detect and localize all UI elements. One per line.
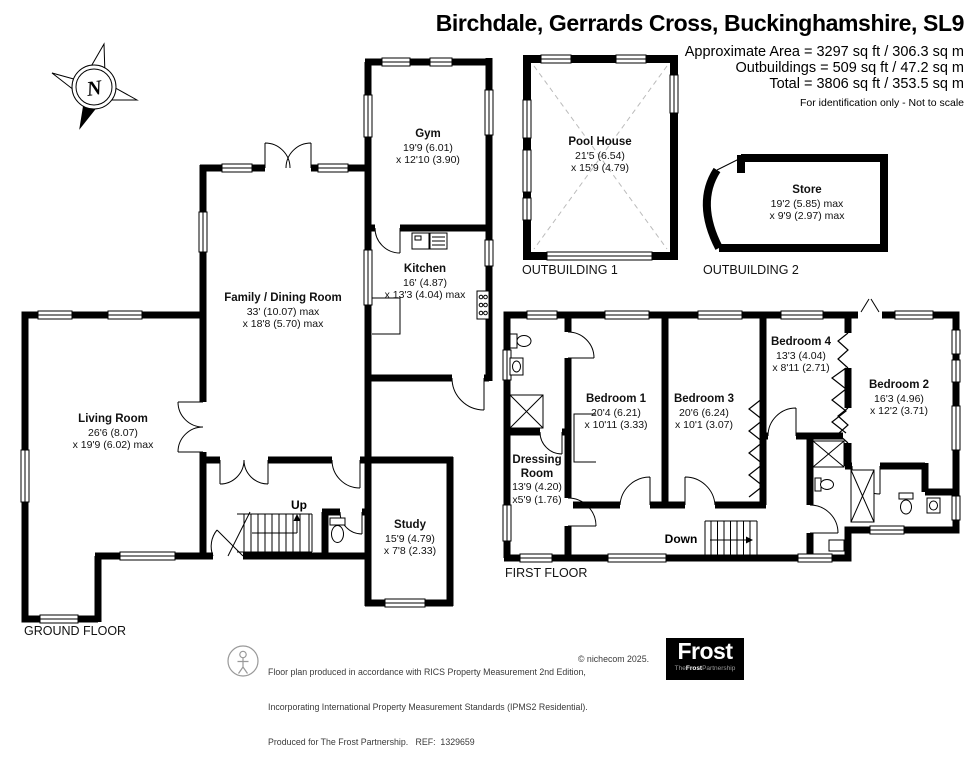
room-dim: 15'9 (4.79) [385,532,435,545]
room-name: Living Room [78,412,148,425]
room-dim: x 12'2 (3.71) [869,404,929,417]
frost-logo-text: Frost [677,638,734,664]
room-name: Family / Dining Room [224,291,342,304]
room-dim: 20'4 (6.21) [591,406,641,419]
room-name: Bedroom 1 [585,392,647,405]
ground-floor-plan [20,57,494,624]
room-dim: x 8'11 (2.71) [772,361,830,374]
total-area: Total = 3806 sq ft / 353.5 sq m [769,76,964,92]
outbuilding-1-plan [522,54,679,261]
page-title: Birchdale, Gerrards Cross, Buckinghamshi… [435,10,965,36]
room-name: Gym [415,127,441,140]
room-name: Dressing Room [512,454,562,480]
footer-line3: Produced for The Frost Partnership. REF:… [268,737,475,748]
frost-logo-tagline: TheFrostPartnership [666,665,744,672]
room-label-store: Store 19'2 (5.85) max x 9'9 (2.97) max [770,184,845,222]
room-name: Bedroom 4 [770,335,832,348]
bathroom-fixtures-ensuite [850,469,941,523]
room-label-living-room: Living Room 26'6 (8.07) x 19'9 (6.02) ma… [73,413,154,451]
room-label-family-dining: Family / Dining Room 33' (10.07) max x 1… [224,292,342,330]
stairs-down-label: Down [664,532,698,546]
floor-plan-svg: N [20,42,961,677]
room-dim: 20'6 (6.24) [679,406,729,419]
room-dim: x 19'9 (6.02) max [72,438,154,451]
outbuilding2-label: OUTBUILDING 2 [703,263,799,277]
bedroom1-closet [573,413,596,463]
room-dim: x5'9 (1.76) [512,493,562,506]
room-dim: x 10'1 (3.07) [674,418,734,431]
frost-tagline-frost: Frost [685,665,703,672]
room-dim: 16' (4.87) [402,276,448,289]
toilet-icon [329,517,346,543]
footer-line1: Floor plan produced in accordance with R… [268,666,586,677]
outbuilding1-label: OUTBUILDING 1 [522,263,618,277]
room-dim: x 13'3 (4.04) max [384,288,466,301]
ground-floor-doors [177,142,485,557]
room-label-bedroom2: Bedroom 2 16'3 (4.96) x 12'2 (3.71) [869,379,929,417]
pool-house-windows [522,54,679,261]
header: Birchdale, Gerrards Cross, Buckinghamshi… [435,10,965,109]
room-dim: x 10'11 (3.33) [584,418,648,431]
room-name: Study [394,518,426,531]
bathroom-fixtures-topleft [509,333,544,429]
ground-floor-windows [20,57,494,624]
room-label-dressing-room: Dressing Room 13'9 (4.20) x5'9 (1.76) [499,454,575,506]
room-dim: 19'9 (6.01) [403,141,453,154]
room-label-bedroom3: Bedroom 3 20'6 (6.24) x 10'1 (3.07) [674,393,734,431]
kitchen-sink-icon [411,232,448,250]
first-floor-label: FIRST FLOOR [505,566,588,580]
room-label-bedroom4: Bedroom 4 13'3 (4.04) x 8'11 (2.71) [771,336,831,374]
room-name: Kitchen [403,262,447,275]
room-dim: x 12'10 (3.90) [396,153,460,166]
room-dim: x 18'8 (5.70) max [242,317,324,330]
frost-tagline-partnership: Partnership [702,665,736,672]
person-icon [227,645,259,677]
disclaimer: For identification only - Not to scale [800,97,964,109]
first-floor-plan [502,298,961,563]
frost-tagline-the: The [674,665,686,672]
first-floor-windows [502,310,961,563]
floorplan-page: { "header": { "title": "Birchdale, Gerra… [20,10,965,748]
approximate-area: Approximate Area = 3297 sq ft / 306.3 sq… [684,44,964,60]
compass-north-label: N [84,75,104,101]
hob-icon [476,290,490,320]
room-dim: 33' (10.07) max [246,305,320,318]
room-dim: 26'6 (8.07) [88,426,138,439]
room-dim: 19'2 (5.85) max [770,197,844,210]
wardrobe-symbols [748,332,849,498]
room-label-study: Study 15'9 (4.79) x 7'8 (2.33) [384,519,436,557]
outbuilding-2-plan [702,154,888,252]
copyright-text: © nichecom 2025. [578,654,650,664]
outbuildings-area: Outbuildings = 509 sq ft / 47.2 sq m [735,60,964,76]
room-dim: 21'5 (6.54) [575,149,625,162]
room-dim: x 15'9 (4.79) [570,161,630,174]
room-label-pool-house: Pool House 21'5 (6.54) x 15'9 (4.79) [568,136,631,174]
room-label-gym: Gym 19'9 (6.01) x 12'10 (3.90) [396,128,460,166]
room-dim: 16'3 (4.96) [874,392,924,405]
stairs-up-label: Up [291,498,307,512]
footer-disclaimer: Floor plan produced in accordance with R… [268,643,588,761]
room-name: Bedroom 3 [673,392,735,405]
room-dim: x 7'8 (2.33) [383,544,437,557]
room-dim: x 9'9 (2.97) max [769,209,845,222]
compass-rose: N [51,42,139,130]
first-floor-stairs [704,520,758,557]
room-label-bedroom1: Bedroom 1 20'4 (6.21) x 10'11 (3.33) [584,393,647,431]
bathroom-fixtures-centre [812,440,845,552]
room-name: Store [792,183,822,196]
kitchen-counter [372,297,401,335]
room-name: Pool House [568,135,632,148]
room-name: Bedroom 2 [868,378,930,391]
ground-floor-label: GROUND FLOOR [24,624,127,638]
room-dim: 13'3 (4.04) [776,349,826,362]
room-label-kitchen: Kitchen 16' (4.87) x 13'3 (4.04) max [385,263,466,301]
ground-floor-door-gaps [198,163,484,561]
room-dim: 13'9 (4.20) [512,481,562,494]
ground-floor-stairs [227,511,313,557]
frost-logo: Frost TheFrostPartnership [666,638,744,680]
footer-line2: Incorporating International Property Mea… [268,701,588,712]
